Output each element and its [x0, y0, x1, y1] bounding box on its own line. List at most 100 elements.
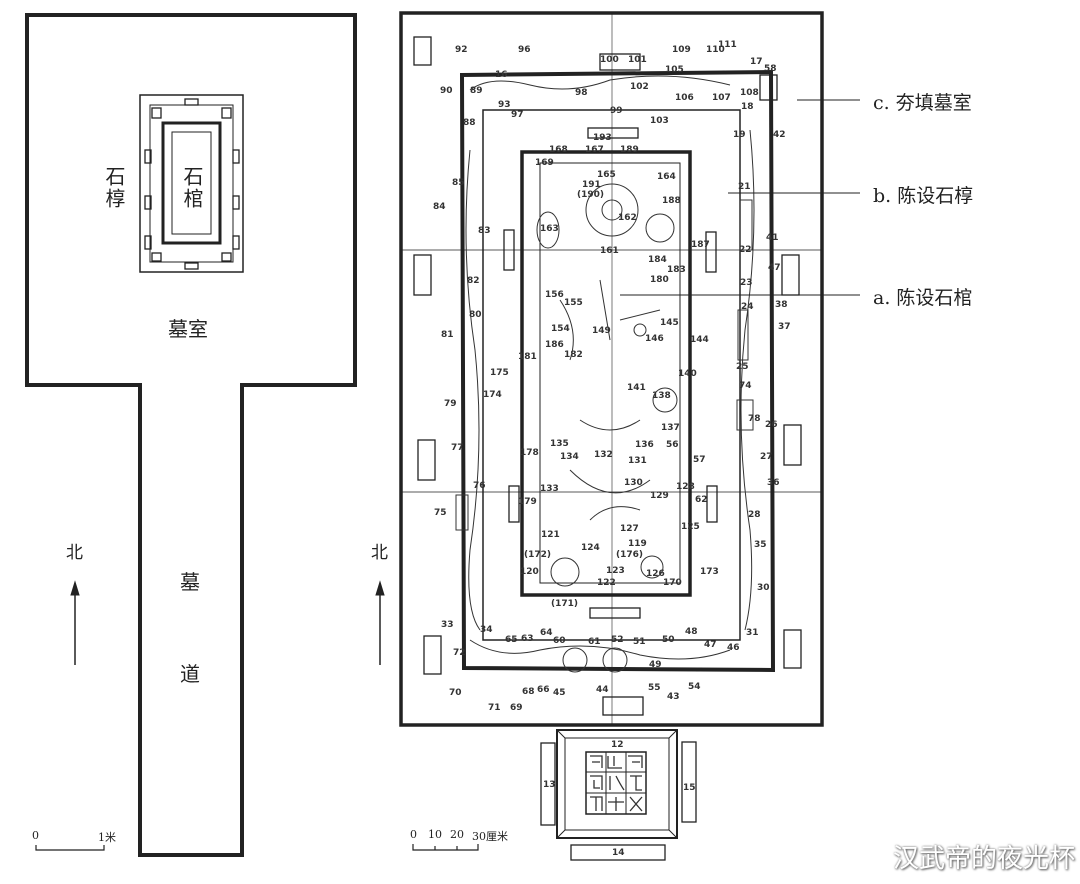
right-north-arrow — [375, 580, 385, 665]
item-number: 76 — [473, 481, 486, 491]
item-number: 122 — [597, 578, 616, 588]
label-inner-coffin-left: 石棺 — [180, 166, 204, 210]
item-number: 54 — [688, 682, 701, 692]
item-number: 58 — [764, 64, 777, 74]
item-number: 42 — [773, 130, 786, 140]
item-number: 124 — [581, 543, 600, 553]
item-number: 165 — [597, 170, 616, 180]
item-number: 129 — [650, 491, 669, 501]
item-number: 79 — [444, 399, 457, 409]
grave-goods-sketches — [455, 75, 755, 673]
item-number: 50 — [662, 635, 675, 645]
item-number: 25 — [736, 362, 749, 372]
item-number: 89 — [470, 86, 483, 96]
seal-stone — [540, 729, 697, 861]
item-number: 141 — [627, 383, 646, 393]
left-north-arrow — [70, 580, 80, 665]
item-number: 127 — [620, 524, 639, 534]
item-number: 103 — [650, 116, 669, 126]
item-number: 188 — [662, 196, 681, 206]
item-number: 154 — [551, 324, 570, 334]
item-number: 23 — [740, 278, 753, 288]
item-number: 183 — [667, 265, 686, 275]
item-number: 24 — [741, 302, 754, 312]
right-tomb-outline — [399, 11, 824, 727]
left-stone-blocks — [144, 98, 240, 270]
seal-number-left: 13 — [543, 780, 556, 790]
right-border-blocks — [413, 36, 802, 716]
legend-b-stone-outer-coffin: b. 陈设石椁 — [873, 185, 974, 207]
item-number: 138 — [652, 391, 671, 401]
label-passage-1: 墓 — [180, 570, 200, 594]
item-number: 77 — [451, 443, 464, 453]
item-number: 175 — [490, 368, 509, 378]
item-number: 108 — [740, 88, 759, 98]
left-tomb-outline — [25, 13, 357, 857]
item-number: 33 — [441, 620, 454, 630]
item-number: 21 — [738, 182, 751, 192]
item-number: 120 — [520, 567, 539, 577]
item-number: 47 — [704, 640, 717, 650]
item-number: 99 — [610, 106, 623, 116]
item-number: 71 — [488, 703, 501, 713]
item-number: 105 — [665, 65, 684, 75]
item-number: (176) — [616, 550, 644, 560]
item-number: 34 — [480, 625, 493, 635]
item-number: 146 — [645, 334, 664, 344]
item-number: 121 — [541, 530, 560, 540]
item-number: 110 — [706, 45, 725, 55]
item-number: (190) — [577, 190, 605, 200]
item-number: 130 — [624, 478, 643, 488]
item-number: 74 — [739, 381, 752, 391]
item-number: 63 — [521, 634, 534, 644]
item-number: 85 — [452, 178, 465, 188]
item-number: 48 — [685, 627, 698, 637]
item-number: 107 — [712, 93, 731, 103]
item-number: 161 — [600, 246, 619, 256]
item-number: 132 — [594, 450, 613, 460]
left-scale-bar — [35, 845, 105, 851]
item-number: 131 — [628, 456, 647, 466]
item-number: 96 — [518, 45, 531, 55]
seal-number-bottom: 14 — [612, 848, 625, 858]
item-number: 78 — [748, 414, 761, 424]
item-number: 137 — [661, 423, 680, 433]
item-number: 106 — [675, 93, 694, 103]
label-chamber: 墓室 — [168, 317, 208, 341]
item-number: 37 — [778, 322, 791, 332]
item-number: 111 — [718, 40, 737, 50]
item-number: 51 — [633, 637, 646, 647]
item-number: 55 — [648, 683, 661, 693]
item-number: 52 — [611, 635, 624, 645]
item-number: 44 — [596, 685, 609, 695]
scale-left-start: 0 — [32, 829, 39, 842]
item-number: 72 — [453, 648, 466, 658]
item-number: 178 — [520, 448, 539, 458]
item-number: 46 — [727, 643, 740, 653]
item-number: 75 — [434, 508, 447, 518]
item-number: 102 — [630, 82, 649, 92]
item-number: 69 — [510, 703, 523, 713]
item-number: 179 — [518, 497, 537, 507]
item-number: 65 — [505, 635, 518, 645]
item-number: 43 — [667, 692, 680, 702]
item-number: 189 — [620, 145, 639, 155]
item-number: 149 — [592, 326, 611, 336]
scale-left-end: 1米 — [98, 831, 116, 844]
item-number: 135 — [550, 439, 569, 449]
item-number: 84 — [433, 202, 446, 212]
item-number: 180 — [650, 275, 669, 285]
scale-right-0: 0 — [410, 828, 417, 841]
item-number: 100 — [600, 55, 619, 65]
item-number: 49 — [649, 660, 662, 670]
item-number: 173 — [700, 567, 719, 577]
item-number: 169 — [535, 158, 554, 168]
item-number: 70 — [449, 688, 462, 698]
item-number: 167 — [585, 145, 604, 155]
item-number: 193 — [593, 133, 612, 143]
item-number: 26 — [765, 420, 778, 430]
item-number: 92 — [455, 45, 468, 55]
item-number: 38 — [775, 300, 788, 310]
item-number: 145 — [660, 318, 679, 328]
item-number: 134 — [560, 452, 579, 462]
